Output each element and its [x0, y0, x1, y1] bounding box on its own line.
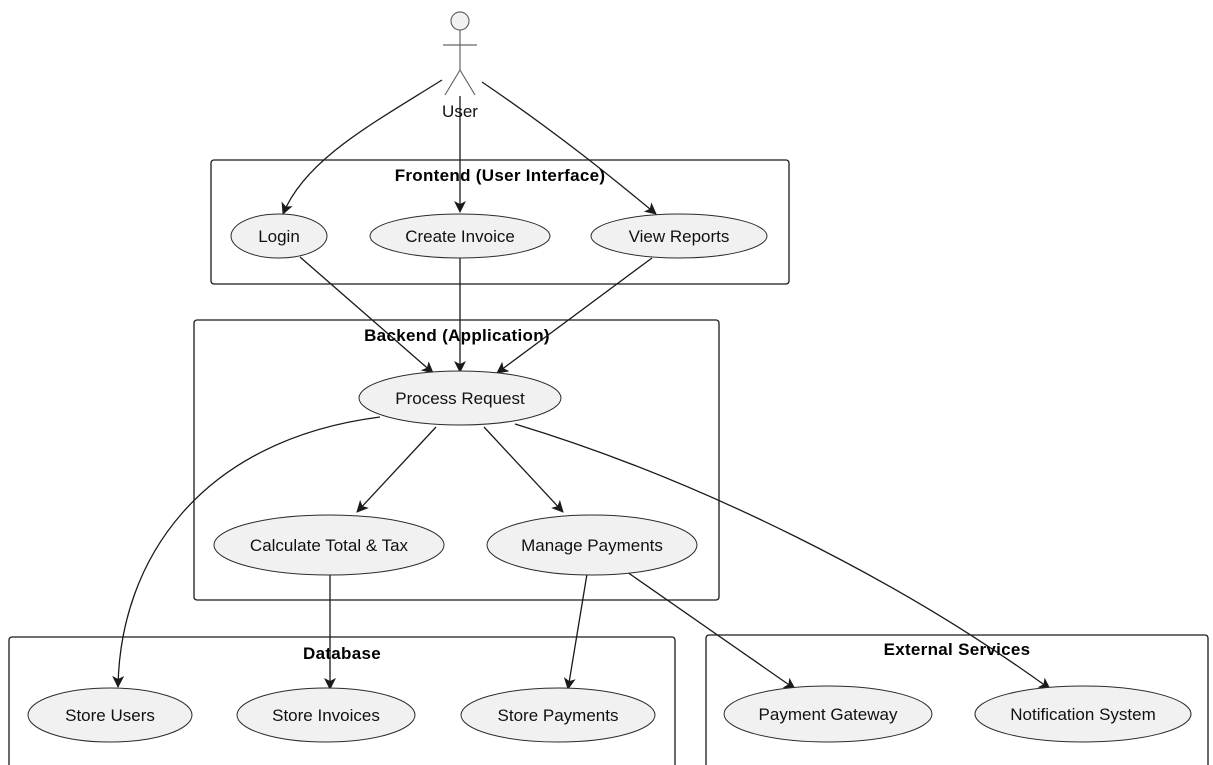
- use-case-payment-gateway-label: Payment Gateway: [759, 705, 898, 724]
- edge-process-calculate: [356, 426, 437, 513]
- use-case-view-reports: View Reports: [590, 213, 768, 259]
- use-case-manage-payments-label: Manage Payments: [521, 536, 663, 555]
- use-case-store-users: Store Users: [27, 687, 193, 743]
- use-case-store-invoices: Store Invoices: [236, 687, 416, 743]
- edge-manage-payment-gateway: [626, 571, 796, 690]
- package-backend-title: Backend (Application): [364, 326, 550, 345]
- use-case-manage-payments: Manage Payments: [486, 514, 698, 576]
- use-case-login-label: Login: [258, 227, 300, 246]
- use-case-store-payments-label: Store Payments: [498, 706, 619, 725]
- edge-user-view-reports: [481, 81, 657, 215]
- use-case-process-request-label: Process Request: [395, 389, 525, 408]
- use-case-payment-gateway: Payment Gateway: [723, 685, 933, 743]
- use-case-notification-system-label: Notification System: [1010, 705, 1156, 724]
- use-case-calculate-total-label: Calculate Total & Tax: [250, 536, 409, 555]
- use-case-create-invoice-label: Create Invoice: [405, 227, 515, 246]
- use-case-store-users-label: Store Users: [65, 706, 155, 725]
- use-case-calculate-total: Calculate Total & Tax: [213, 514, 445, 576]
- actor-user-label: User: [442, 102, 478, 121]
- actor-head-icon: [450, 11, 470, 31]
- package-external-title: External Services: [884, 640, 1031, 659]
- package-database-title: Database: [303, 644, 381, 663]
- edge-login-process: [299, 256, 434, 374]
- use-case-process-request: Process Request: [358, 370, 562, 426]
- use-case-view-reports-label: View Reports: [629, 227, 730, 246]
- edge-process-manage-payments: [483, 426, 564, 513]
- edge-user-login: [281, 79, 443, 215]
- actor-user: User: [442, 11, 478, 121]
- edge-process-notification: [514, 423, 1051, 690]
- use-case-store-payments: Store Payments: [460, 687, 656, 743]
- relations: [112, 79, 1051, 690]
- edge-view-reports-process: [496, 257, 653, 374]
- use-case-login: Login: [230, 213, 328, 259]
- edge-manage-store-payments: [563, 573, 588, 690]
- use-case-notification-system: Notification System: [974, 685, 1192, 743]
- use-case-store-invoices-label: Store Invoices: [272, 706, 380, 725]
- package-frontend-title: Frontend (User Interface): [395, 166, 606, 185]
- edge-process-store-users: [112, 416, 381, 688]
- use-case-create-invoice: Create Invoice: [369, 213, 551, 259]
